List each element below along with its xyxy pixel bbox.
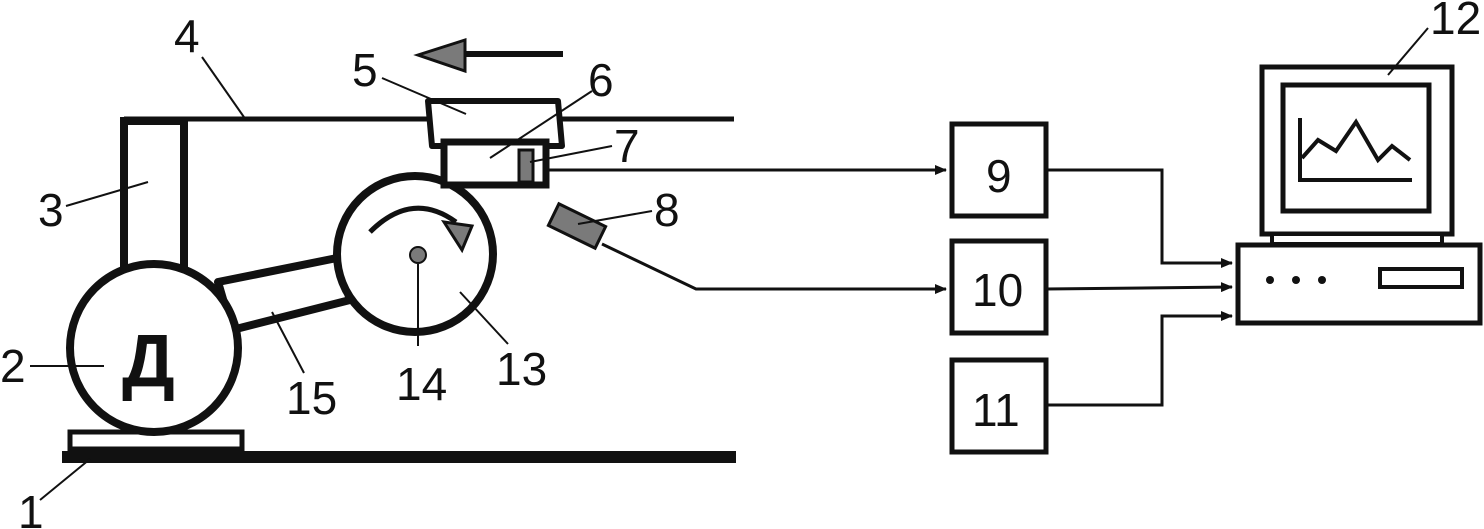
leader-8 [577,210,653,225]
base-plate [62,429,736,463]
block-10 [949,238,1049,336]
block-11 [949,357,1049,455]
block-10-label: 10 [972,264,1023,316]
connecting-arm [214,254,354,334]
signal-10-to-computer [1045,282,1233,293]
label-7: 7 [614,120,640,172]
wheel-axle [409,246,427,264]
label-6: 6 [588,54,614,106]
leader-1 [39,458,91,501]
label-3: 3 [38,184,64,236]
leader-15 [271,311,305,374]
screen-axes [1298,118,1412,182]
support-column [120,117,188,277]
label-4: 4 [174,10,200,62]
label-1: 1 [18,486,44,529]
motion-direction-arrow [413,37,563,74]
label-12: 12 [1430,0,1481,44]
label-13: 13 [496,343,547,395]
screen-graph [1300,118,1412,164]
motor-letter: Д [122,319,175,402]
signal-8-to-10 [601,242,947,294]
monitor-screen [1280,82,1432,214]
led-2 [1292,276,1300,284]
rotation-arrowhead [440,220,475,254]
label-8: 8 [654,184,680,236]
led-3 [1318,276,1326,284]
label-15: 15 [286,372,337,424]
signal-9-to-computer [1046,168,1233,268]
leader-5 [381,77,467,115]
sensor-7 [517,148,535,184]
disk-drive-slot [1378,267,1464,289]
label-5: 5 [352,44,378,96]
block-9-label: 9 [986,150,1012,202]
sensor-8 [546,201,608,251]
motor [66,260,242,436]
leader-13 [459,291,509,345]
label-2: 2 [0,340,26,392]
leader-3 [65,181,149,207]
signal-11-to-computer [1046,311,1233,407]
leader-4 [201,56,247,121]
leader-7 [529,145,613,163]
leader-12 [1387,27,1429,76]
led-1 [1266,276,1274,284]
rotation-arrow [368,205,458,234]
label-14: 14 [396,358,447,410]
block-11-label: 11 [972,384,1020,436]
leader-6 [489,90,593,159]
computer [1235,64,1483,326]
